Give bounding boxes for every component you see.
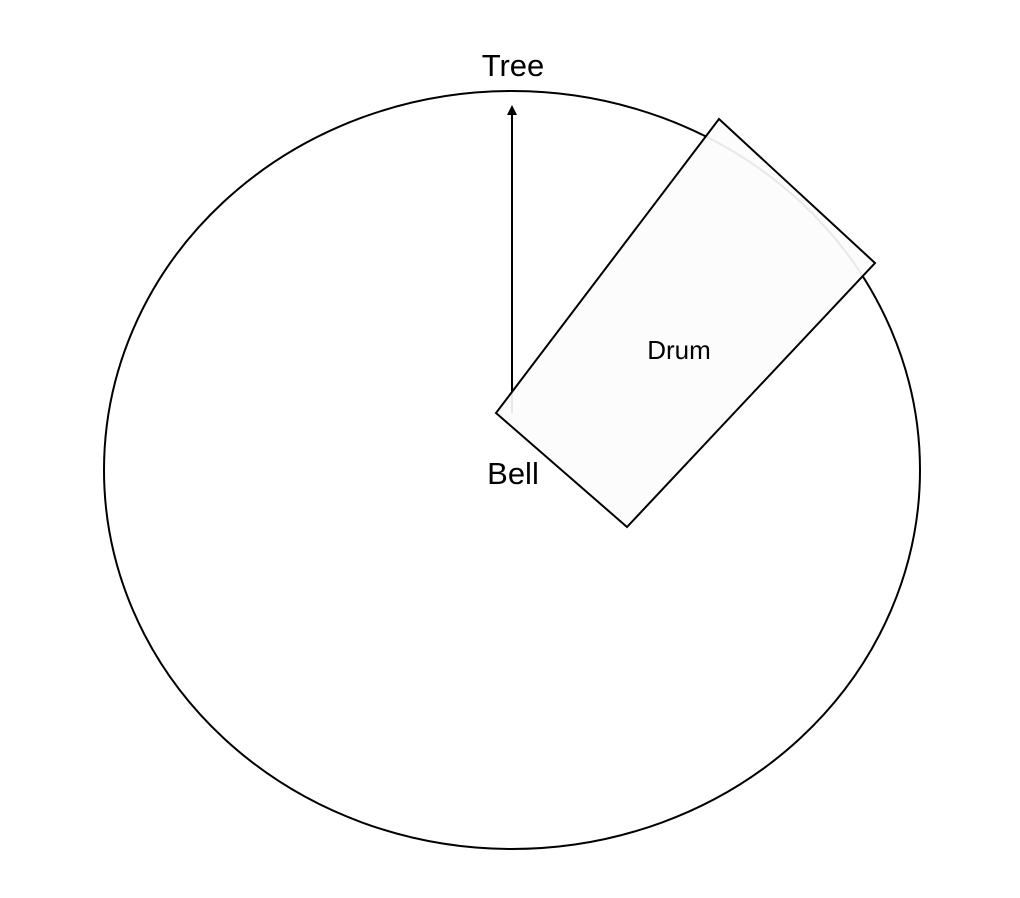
drum-label: Drum	[647, 335, 711, 365]
tree-label: Tree	[482, 48, 545, 83]
outer-circle	[103, 90, 921, 850]
bell-label: Bell	[487, 456, 539, 491]
drum-box	[494, 117, 877, 529]
